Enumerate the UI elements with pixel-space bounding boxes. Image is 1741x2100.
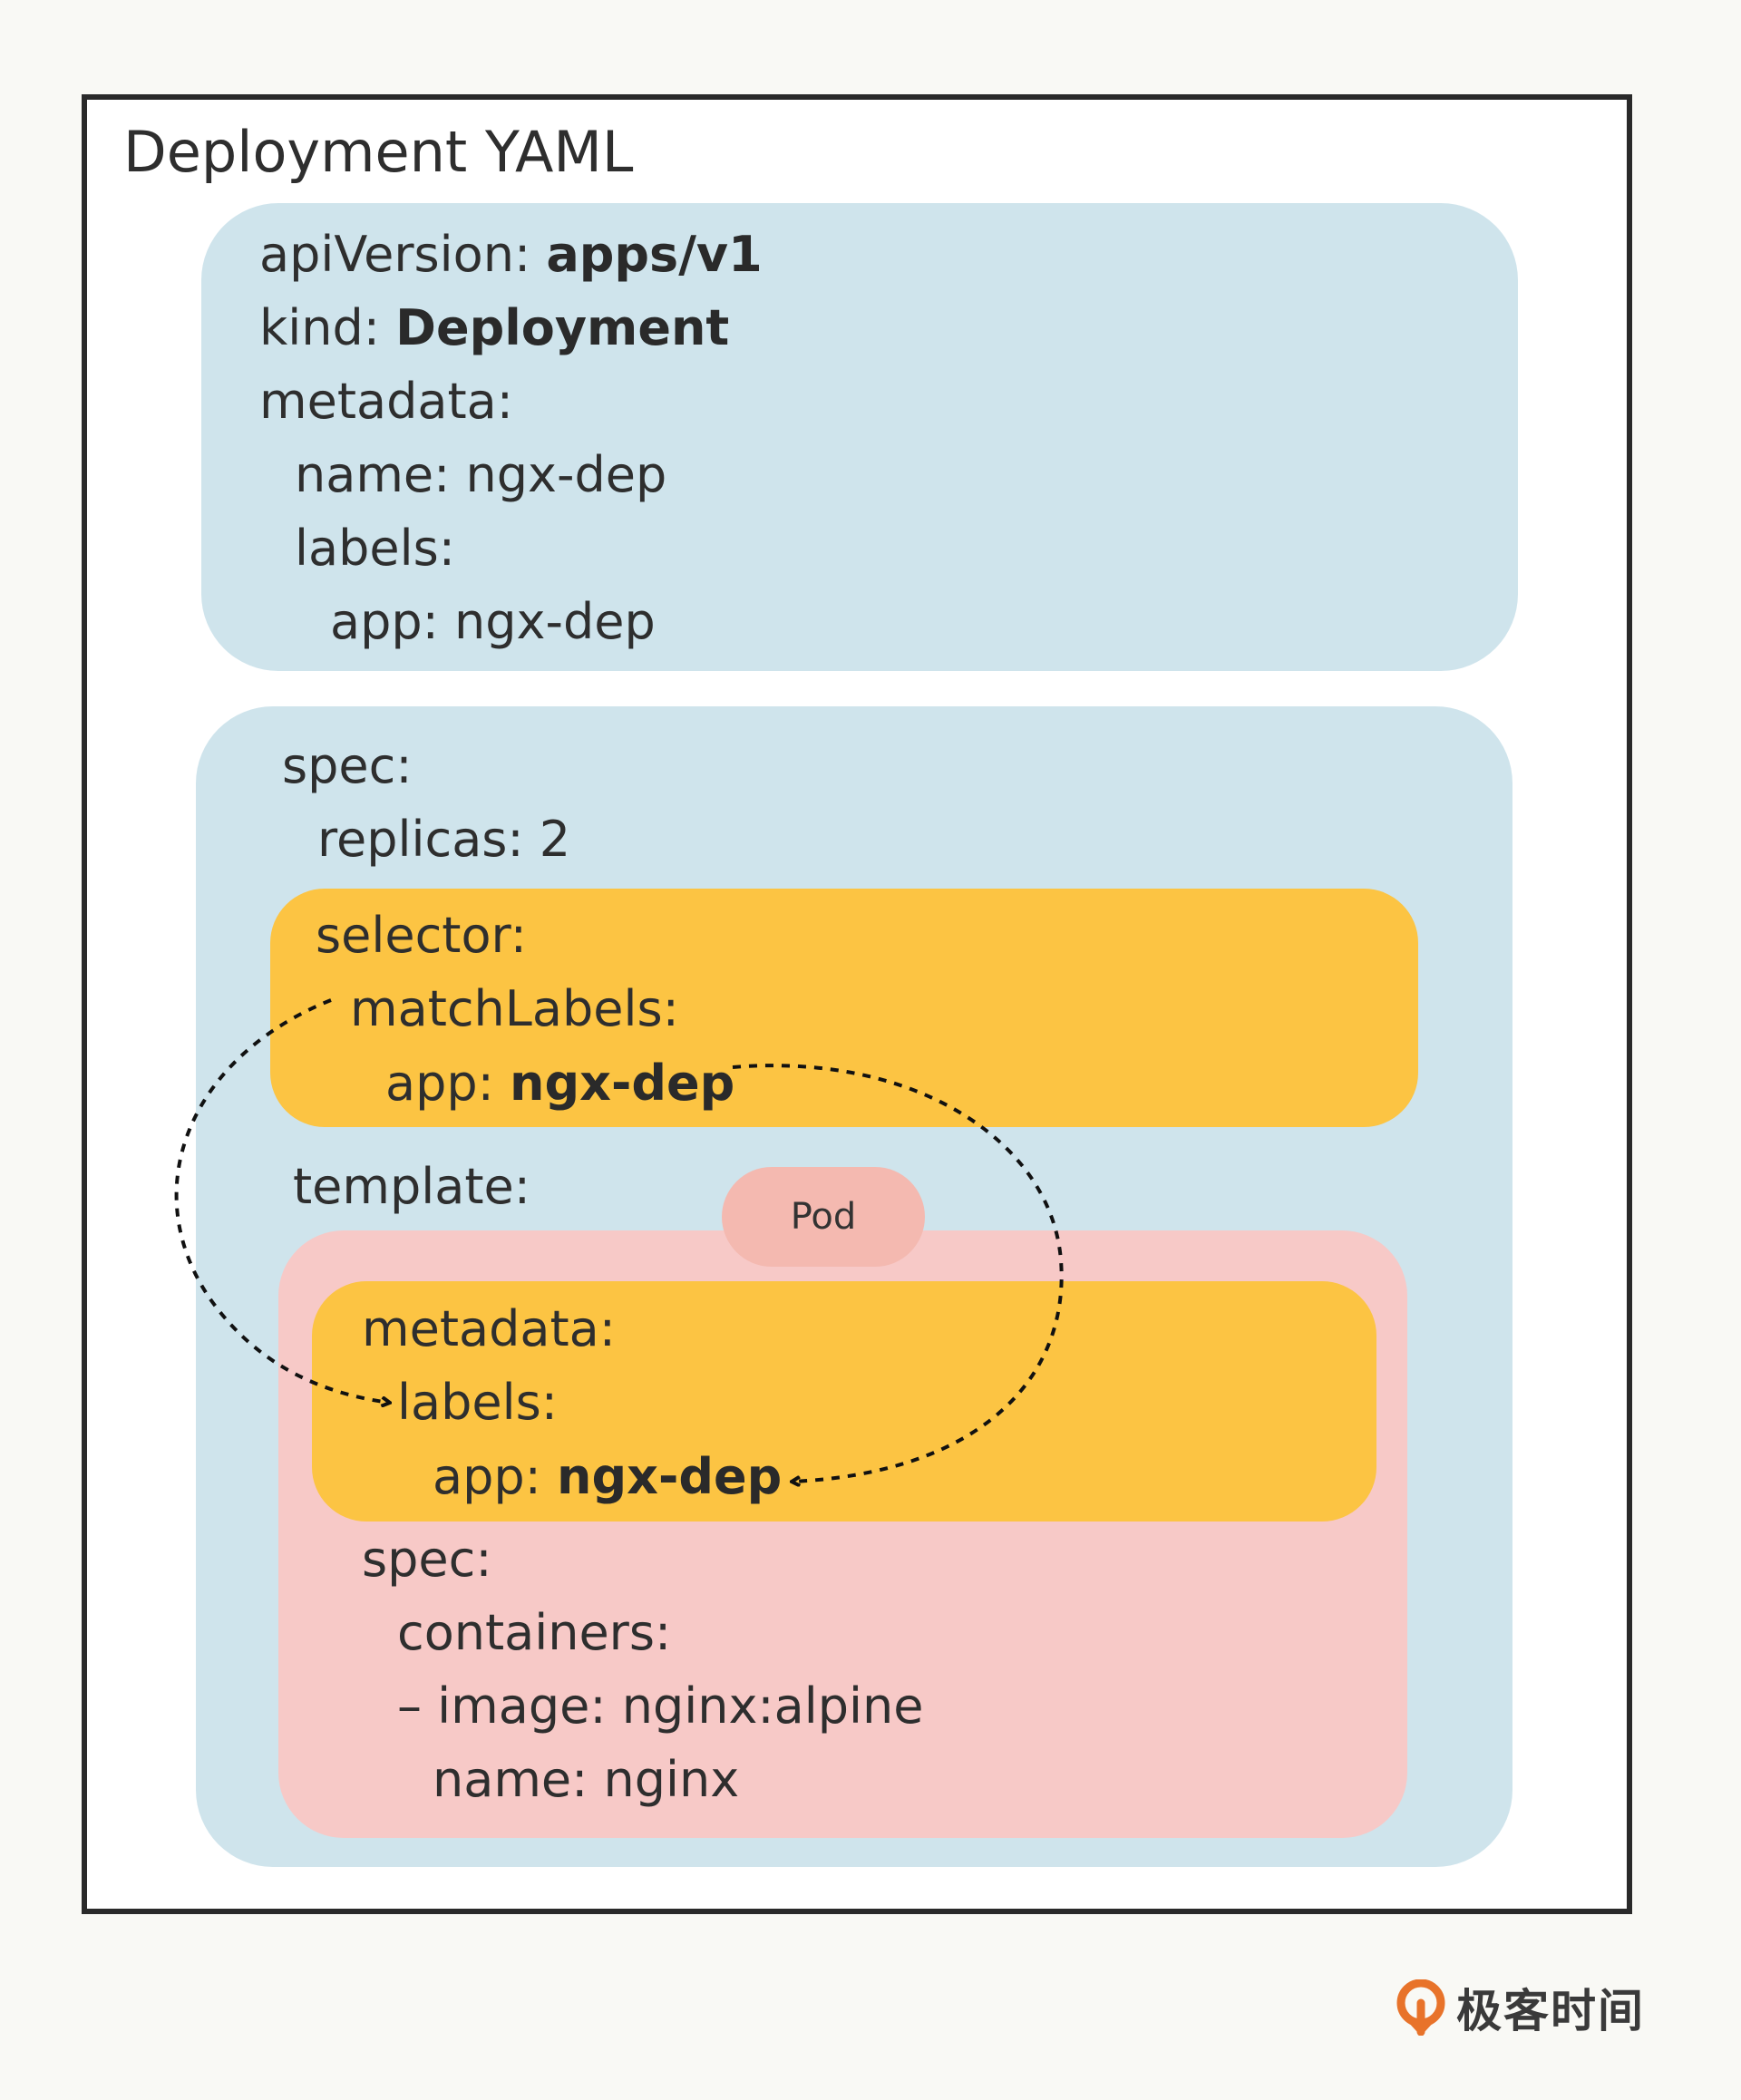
pod-metadata-block: [312, 1281, 1376, 1522]
brand-name: 极客时间: [1456, 1985, 1645, 2037]
kind-value: Deployment: [395, 299, 730, 356]
header-block: [201, 203, 1518, 671]
selector-line: selector:: [316, 907, 527, 964]
matchlabels-to-labels-arrow: [174, 998, 390, 1403]
pod-badge: Pod: [722, 1167, 925, 1267]
template-line: template:: [293, 1158, 530, 1215]
selector-app-value: ngx-dep: [510, 1055, 735, 1112]
pod-app-line: app: ngx-dep: [433, 1447, 782, 1507]
pod-metadata-line: metadata:: [362, 1300, 616, 1357]
containers-line: containers:: [397, 1604, 672, 1661]
pod-spec-line: spec:: [362, 1531, 492, 1588]
labels-line: labels:: [295, 520, 455, 577]
pod-labels-line: labels:: [397, 1374, 558, 1431]
metadata-line: metadata:: [259, 373, 513, 430]
name-line: name: ngx-dep: [295, 446, 667, 503]
match-labels-line: matchLabels:: [350, 980, 679, 1037]
selector-app-line: app: ngx-dep: [385, 1054, 734, 1113]
selector-block: [270, 889, 1418, 1127]
labels-app-line: app: ngx-dep: [330, 593, 656, 650]
geektime-logo-icon: [1396, 1979, 1445, 2036]
pod-app-value: ngx-dep: [557, 1448, 783, 1505]
container-name-line: name: nginx: [433, 1751, 740, 1808]
kind-key: kind:: [259, 299, 396, 356]
api-version-line: apiVersion: apps/v1: [259, 225, 763, 285]
api-version-key: apiVersion:: [259, 226, 547, 283]
selector-app-to-pod-app-arrow: [732, 1064, 1064, 1482]
diagram-title: Deployment YAML: [123, 119, 634, 185]
pod-app-key: app:: [433, 1448, 558, 1505]
kind-line: kind: Deployment: [259, 298, 729, 358]
api-version-value: apps/v1: [546, 226, 763, 283]
selector-app-key: app:: [385, 1055, 511, 1112]
spec-line: spec:: [282, 737, 413, 794]
brand-watermark: 极客时间: [1395, 1975, 1645, 2040]
replicas-line: replicas: 2: [317, 811, 571, 868]
image-line: – image: nginx:alpine: [397, 1677, 924, 1735]
